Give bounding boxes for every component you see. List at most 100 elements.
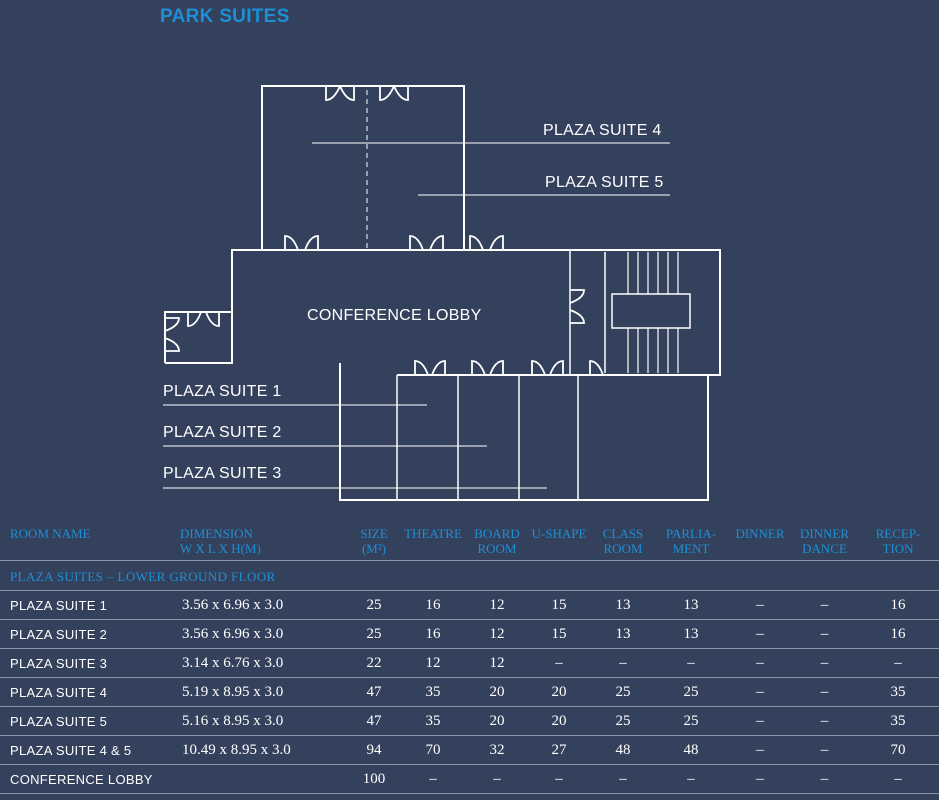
cell-size: 47 <box>350 677 398 707</box>
cell-dinner: – <box>728 677 792 707</box>
stair-treads <box>627 252 679 373</box>
cell-dinner-dance: – <box>792 619 857 649</box>
cell-class-room: 25 <box>592 706 654 736</box>
cell-size: 25 <box>350 590 398 620</box>
header-parliament: PARLIA-MENT <box>665 526 717 556</box>
floor-plan: PLAZA SUITE 4 PLAZA SUITE 5 CONFERENCE L… <box>163 85 721 501</box>
cell-dinner-dance: – <box>792 706 857 736</box>
cell-board-room: 12 <box>468 590 526 620</box>
cell-reception: – <box>857 764 939 794</box>
cell-reception: – <box>857 648 939 678</box>
cell-class-room: – <box>592 648 654 678</box>
cell-parliament: – <box>654 764 728 794</box>
stair-landing <box>611 293 691 329</box>
label-plaza-suite-1: PLAZA SUITE 1 <box>163 383 282 400</box>
lobby-west-jog <box>164 311 232 363</box>
label-conference-lobby: CONFERENCE LOBBY <box>307 307 482 324</box>
header-dinner: DINNER <box>735 526 785 541</box>
cell-reception: 16 <box>857 590 939 620</box>
label-plaza-suite-4: PLAZA SUITE 4 <box>543 122 662 139</box>
cell-dinner-dance: – <box>792 590 857 620</box>
header-size: SIZE(M²) <box>360 526 388 556</box>
cell-theatre: 16 <box>398 590 468 620</box>
cell-room-name: PLAZA SUITE 2 <box>0 619 180 649</box>
cell-parliament: 25 <box>654 677 728 707</box>
stair-core <box>569 250 720 376</box>
cell-size: 22 <box>350 648 398 678</box>
label-plaza-suite-3: PLAZA SUITE 3 <box>163 465 282 482</box>
cell-board-room: 20 <box>468 706 526 736</box>
cell-size: 25 <box>350 619 398 649</box>
cell-parliament: 13 <box>654 619 728 649</box>
header-u-shape: U-SHAPE <box>531 526 587 541</box>
header-room-name: ROOM NAME <box>10 526 91 541</box>
cell-dimension: 3.14 x 6.76 x 3.0 <box>180 648 350 678</box>
cell-parliament: 25 <box>654 706 728 736</box>
cell-class-room: – <box>592 764 654 794</box>
cell-class-room: 13 <box>592 590 654 620</box>
cell-size: 94 <box>350 735 398 765</box>
cell-u-shape: 15 <box>526 619 592 649</box>
cell-dinner-dance: – <box>792 735 857 765</box>
cell-board-room: 32 <box>468 735 526 765</box>
cell-board-room: – <box>468 764 526 794</box>
cell-dinner: – <box>728 619 792 649</box>
header-theatre: THEATRE <box>404 526 462 541</box>
cell-class-room: 13 <box>592 619 654 649</box>
cell-class-room: 48 <box>592 735 654 765</box>
cell-theatre: 70 <box>398 735 468 765</box>
page-title: PARK SUITES <box>160 6 290 27</box>
cell-board-room: 12 <box>468 619 526 649</box>
cell-dimension: 3.56 x 6.96 x 3.0 <box>180 619 350 649</box>
cell-dinner-dance: – <box>792 764 857 794</box>
cell-dinner: – <box>728 735 792 765</box>
label-plaza-suite-2: PLAZA SUITE 2 <box>163 424 282 441</box>
upper-block-outline <box>261 85 465 250</box>
cell-theatre: 35 <box>398 706 468 736</box>
section-row: PLAZA SUITES – LOWER GROUND FLOOR <box>0 560 939 591</box>
cell-reception: 16 <box>857 619 939 649</box>
cell-room-name: CONFERENCE LOBBY <box>0 764 180 794</box>
cell-size: 47 <box>350 706 398 736</box>
cell-dimension: 10.49 x 8.95 x 3.0 <box>180 735 350 765</box>
cell-dinner: – <box>728 648 792 678</box>
cell-u-shape: 27 <box>526 735 592 765</box>
section-heading: PLAZA SUITES – LOWER GROUND FLOOR <box>0 560 939 591</box>
cell-class-room: 25 <box>592 677 654 707</box>
cell-dimension <box>180 764 350 794</box>
cell-size: 100 <box>350 764 398 794</box>
cell-room-name: PLAZA SUITE 5 <box>0 706 180 736</box>
door-swings <box>164 85 604 376</box>
cell-dimension: 5.16 x 8.95 x 3.0 <box>180 706 350 736</box>
cell-dinner-dance: – <box>792 648 857 678</box>
cell-parliament: – <box>654 648 728 678</box>
cell-theatre: 35 <box>398 677 468 707</box>
cell-theatre: – <box>398 764 468 794</box>
cell-dinner-dance: – <box>792 677 857 707</box>
cell-parliament: 13 <box>654 590 728 620</box>
header-reception: RECEP-TION <box>875 526 921 556</box>
cell-room-name: PLAZA SUITE 3 <box>0 648 180 678</box>
cell-board-room: 20 <box>468 677 526 707</box>
cell-u-shape: 20 <box>526 706 592 736</box>
cell-theatre: 12 <box>398 648 468 678</box>
cell-parliament: 48 <box>654 735 728 765</box>
cell-u-shape: 20 <box>526 677 592 707</box>
cell-theatre: 16 <box>398 619 468 649</box>
cell-u-shape: – <box>526 648 592 678</box>
label-plaza-suite-5: PLAZA SUITE 5 <box>545 174 664 191</box>
cell-dinner: – <box>728 590 792 620</box>
cell-room-name: PLAZA SUITE 1 <box>0 590 180 620</box>
